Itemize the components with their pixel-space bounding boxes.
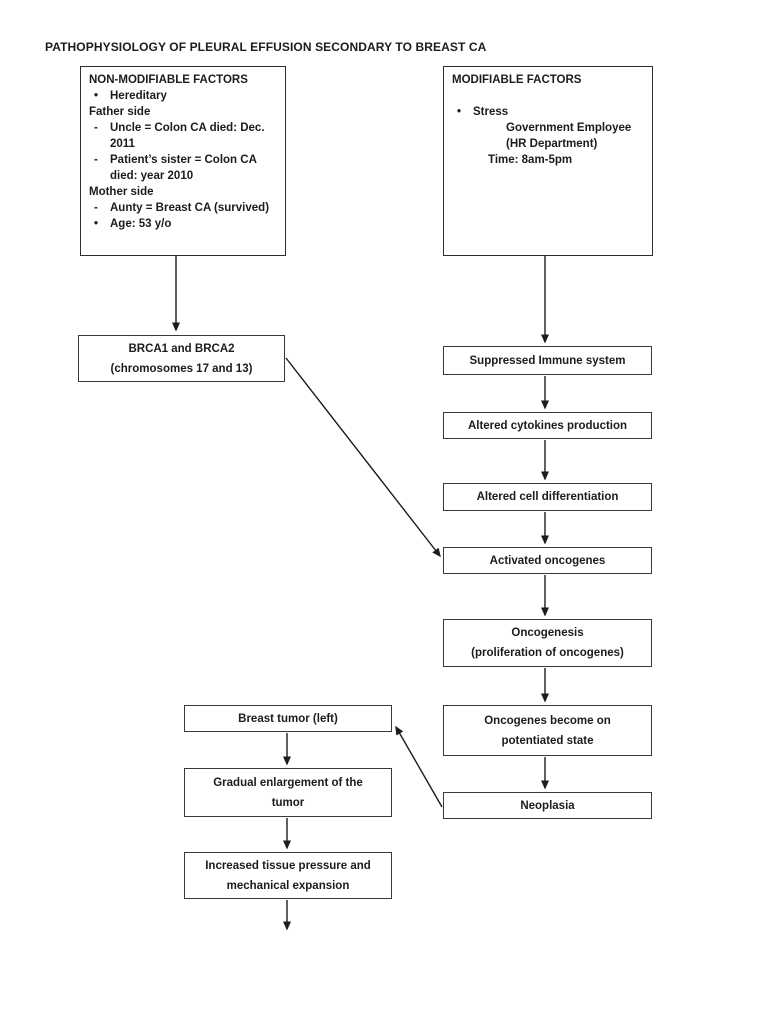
spacer: [450, 88, 646, 104]
list-item: Time: 8am-5pm: [488, 154, 573, 166]
page-title: PATHOPHYSIOLOGY OF PLEURAL EFFUSION SECO…: [45, 40, 487, 54]
list-item: - Patient’s sister = Colon CA died: year…: [87, 152, 279, 184]
list-item: Father side: [89, 106, 151, 118]
dash-marker: -: [94, 122, 98, 134]
arrow-brca-to-activated: [285, 357, 441, 558]
flow-box-suppressed-immune: Suppressed Immune system: [443, 346, 652, 375]
non-modifiable-heading: NON-MODIFIABLE FACTORS: [89, 74, 248, 86]
modifiable-factors-box: MODIFIABLE FACTORS • Stress Government E…: [443, 66, 653, 256]
flow-box-oncogenesis: Oncogenesis (proliferation of oncogenes): [443, 619, 652, 667]
bullet-marker: •: [94, 218, 99, 230]
list-item: - Aunty = Breast CA (survived): [87, 200, 279, 216]
dash-marker: -: [94, 154, 98, 166]
dash-marker: -: [94, 202, 98, 214]
bullet-marker: •: [457, 106, 462, 118]
flow-box-neoplasia: Neoplasia: [443, 792, 652, 819]
flow-box-brca: BRCA1 and BRCA2 (chromosomes 17 and 13): [78, 335, 285, 382]
flow-box-gradual-enlargement: Gradual enlargement of the tumor: [184, 768, 392, 817]
arrow-neoplasia-to-breast-tumor: [395, 725, 443, 808]
list-item: • Stress: [450, 104, 646, 120]
flow-box-breast-tumor: Breast tumor (left): [184, 705, 392, 732]
bullet-marker: •: [94, 90, 99, 102]
non-modifiable-factors-box: NON-MODIFIABLE FACTORS • Hereditary Fath…: [80, 66, 286, 256]
list-item: Mother side: [89, 186, 154, 198]
list-item: • Hereditary: [87, 88, 279, 104]
list-item: (HR Department): [506, 138, 598, 150]
list-item: • Age: 53 y/o: [87, 216, 279, 232]
list-item: - Uncle = Colon CA died: Dec. 2011: [87, 120, 279, 152]
flow-box-cell-differentiation: Altered cell differentiation: [443, 483, 652, 511]
list-item: Government Employee: [506, 122, 632, 134]
flow-box-cytokines: Altered cytokines production: [443, 412, 652, 439]
flow-box-tissue-pressure: Increased tissue pressure and mechanical…: [184, 852, 392, 899]
flow-box-activated-oncogenes: Activated oncogenes: [443, 547, 652, 574]
modifiable-heading: MODIFIABLE FACTORS: [452, 74, 582, 86]
flow-box-potentiated-state: Oncogenes become on potentiated state: [443, 705, 652, 756]
